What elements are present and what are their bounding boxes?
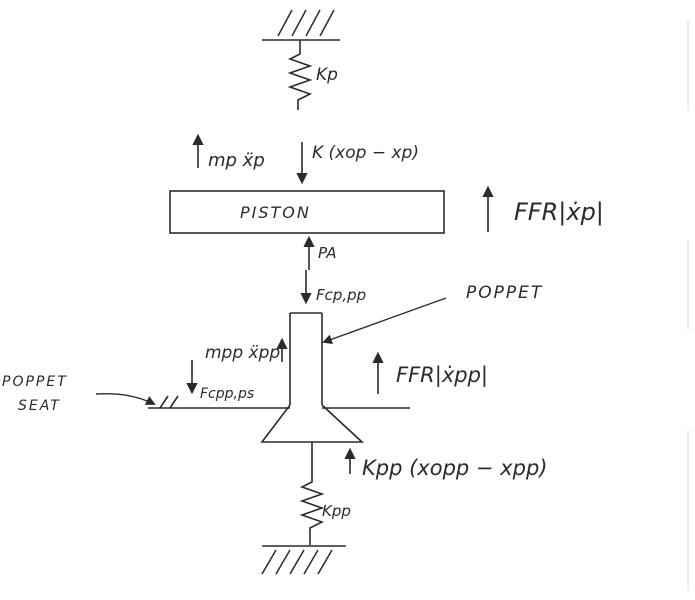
piston-label: PISTON [240,203,311,222]
pressure-force-label: PA [318,244,337,262]
top-ground-hatch [262,9,340,41]
poppet-seat-surface [148,395,410,409]
contact-force-pp-label: Fcp,pp [316,286,366,304]
poppet-cone [260,404,365,443]
poppet-seat-label-line1: POPPET [2,374,68,390]
bottom-spring-label: Kpp [322,502,351,520]
poppet-friction-label: FFR|ẋpp| [396,363,488,388]
piston-inertia-label: mp ẍp [208,150,265,171]
poppet-seat-label-line2: SEAT [18,398,61,414]
poppet-stem [289,312,323,405]
bottom-spring [299,442,325,545]
contact-force-ps-label: Fcpp,ps [200,386,254,402]
piston-block [169,190,445,234]
top-spring-label: Kp [316,65,338,85]
poppet-leader-line [322,297,447,344]
top-spring-force-label: K (xop − xp) [312,143,419,163]
bottom-ground-hatch [261,545,346,575]
poppet-label: POPPET [466,283,543,303]
bottom-spring-force-label: Kpp (xopp − xpp) [362,456,547,480]
poppet-inertia-label: mpp ẍpp [205,343,280,363]
piston-friction-label: FFR|ẋp| [514,198,604,226]
top-spring [287,40,313,110]
poppet-seat-leader-line [95,393,156,405]
